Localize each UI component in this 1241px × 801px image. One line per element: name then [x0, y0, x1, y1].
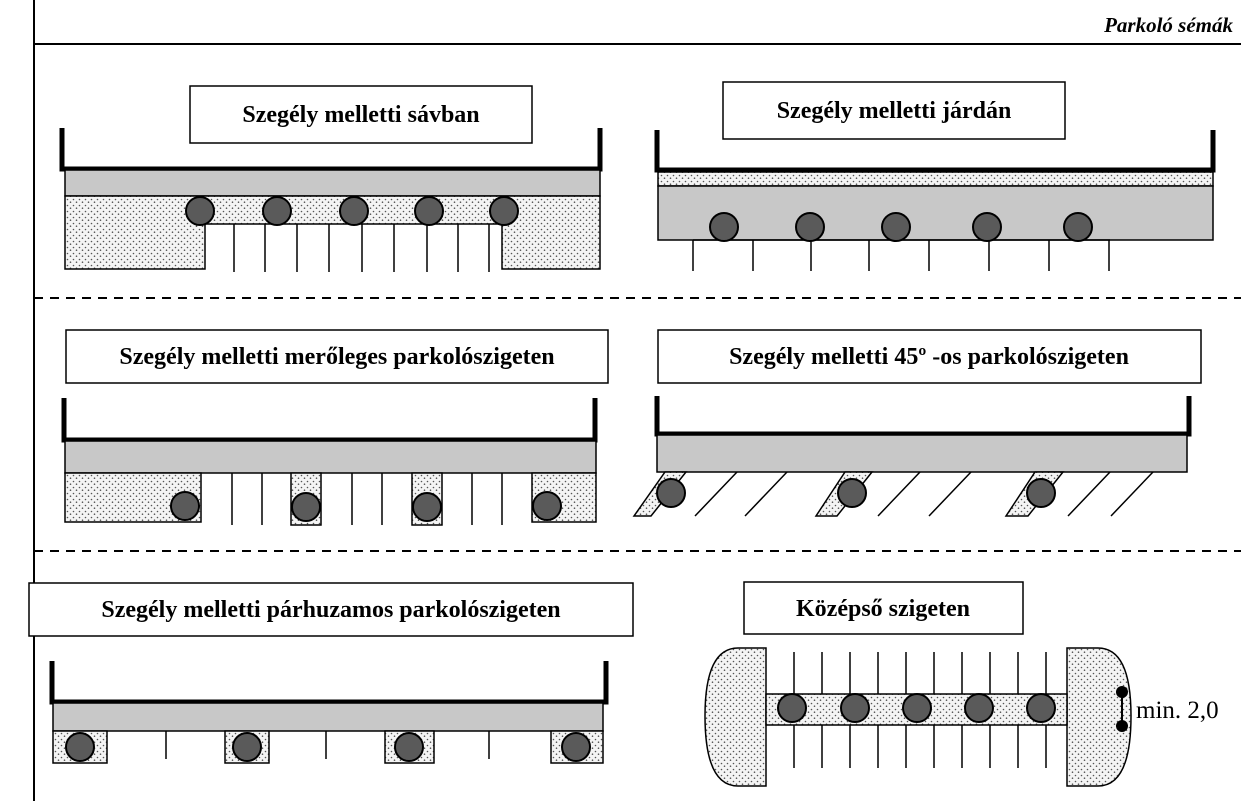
- page-header-title: Parkoló sémák: [1103, 13, 1233, 37]
- trees: [185, 196, 519, 226]
- trees: [170, 491, 562, 522]
- parking-stalls: [793, 652, 1047, 768]
- tree-icon: [532, 491, 562, 521]
- stall-divider: [694, 471, 738, 517]
- tree-icon: [840, 693, 870, 723]
- parking-islands: [64, 472, 597, 526]
- tree-icon: [902, 693, 932, 723]
- tree-icon: [170, 491, 200, 521]
- tree-icon: [837, 478, 867, 508]
- tree-icon: [65, 732, 95, 762]
- tree-icon: [291, 492, 321, 522]
- dimension-endpoint: [1116, 720, 1128, 732]
- parking-stalls: [233, 224, 490, 272]
- tree-icon: [185, 196, 215, 226]
- tree-icon: [414, 196, 444, 226]
- tree-icon: [394, 732, 424, 762]
- scheme-lane-parking: Szegély melletti sávban: [59, 85, 603, 272]
- tree-icon: [1063, 212, 1093, 242]
- sidewalk-parking-area: [657, 185, 1214, 241]
- roadway: [52, 702, 604, 732]
- trees: [709, 212, 1093, 242]
- sidewalk-strip: [657, 171, 1214, 187]
- roadway: [64, 440, 597, 474]
- parking-stalls: [692, 240, 1110, 271]
- tree-icon: [656, 478, 686, 508]
- scheme-title: Középső szigeten: [796, 596, 970, 622]
- scheme-title: Szegély melletti járdán: [777, 98, 1012, 124]
- tree-icon: [262, 196, 292, 226]
- tree-icon: [232, 732, 262, 762]
- parking-stalls: [694, 471, 1154, 517]
- scheme-parallel-islands: Szegély melletti párhuzamos parkolószige…: [28, 582, 634, 764]
- roadway: [64, 169, 601, 197]
- scheme-title: Szegély melletti sávban: [242, 102, 479, 128]
- scheme-title: Szegély melletti 45º -os parkolószigeten: [729, 344, 1129, 370]
- island-end-right: [1066, 647, 1132, 787]
- parking-islands: [52, 730, 604, 764]
- tree-icon: [489, 196, 519, 226]
- scheme-title-box: [28, 582, 634, 637]
- dimension-label: min. 2,0: [1136, 697, 1219, 724]
- sidewalk-strip: [64, 195, 601, 270]
- page-frame: [33, 0, 1241, 801]
- tree-icon: [972, 212, 1002, 242]
- island-end-left: [704, 647, 767, 787]
- curb-line: [49, 661, 609, 705]
- curb-line: [61, 398, 598, 443]
- scheme-central-island: Középső szigeten: [704, 581, 1219, 787]
- trees: [65, 732, 591, 762]
- tree-icon: [1026, 693, 1056, 723]
- tree-icon: [881, 212, 911, 242]
- parking-stalls: [165, 731, 490, 759]
- stall-divider: [1067, 471, 1111, 517]
- curb-line: [59, 128, 603, 172]
- tree-icon: [795, 212, 825, 242]
- dimension-marker: [1116, 686, 1128, 732]
- stall-divider: [1110, 471, 1154, 517]
- tree-icon: [777, 693, 807, 723]
- scheme-45-degree-islands: Szegély melletti 45º -os parkolószigeten: [632, 329, 1202, 517]
- scheme-title: Szegély melletti merőleges parkolósziget…: [119, 344, 554, 370]
- trees: [656, 478, 1056, 508]
- tree-icon: [1026, 478, 1056, 508]
- scheme-title-box: [743, 581, 1024, 635]
- tree-icon: [709, 212, 739, 242]
- scheme-title-box: [722, 81, 1066, 140]
- trees: [777, 693, 1056, 723]
- parking-stalls: [231, 473, 503, 525]
- roadway: [656, 434, 1188, 473]
- scheme-title-box: [189, 85, 533, 144]
- scheme-title-box: [657, 329, 1202, 384]
- curb-line: [654, 130, 1216, 173]
- tree-icon: [339, 196, 369, 226]
- tree-icon: [412, 492, 442, 522]
- stall-divider: [928, 471, 972, 517]
- scheme-title: Szegély melletti párhuzamos parkolószige…: [101, 597, 560, 623]
- dimension-endpoint: [1116, 686, 1128, 698]
- scheme-perpendicular-islands: Szegély melletti merőleges parkolósziget…: [61, 329, 609, 526]
- tree-icon: [964, 693, 994, 723]
- stall-divider: [877, 471, 921, 517]
- scheme-title-box: [65, 329, 609, 384]
- scheme-sidewalk-parking: Szegély melletti járdán: [654, 81, 1216, 271]
- curb-line: [654, 396, 1192, 437]
- stall-divider: [744, 471, 788, 517]
- tree-icon: [561, 732, 591, 762]
